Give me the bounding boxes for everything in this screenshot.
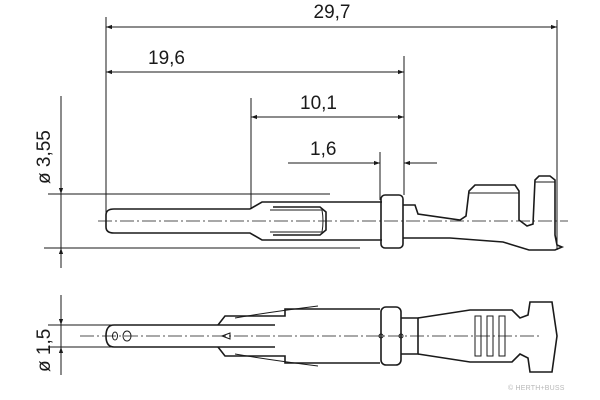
contact-top-view [80,301,558,373]
dimension-pin-length: 10,1 [251,93,404,120]
dimension-length-to-collar: 19,6 [106,48,404,75]
dimension-label-total-length: 29,7 [314,2,351,23]
dimension-label-collar-width: 1,6 [310,139,336,160]
contact-side-view [98,175,568,251]
dimension-label-diameter-collar: ø 3,55 [34,130,55,184]
dimension-diameter-collar: ø 3,55 [34,96,64,268]
dimension-total-length: 29,7 [106,2,557,30]
dimension-label-diameter-pin: ø 1,5 [34,329,55,372]
dimension-collar-width: 1,6 [288,139,437,166]
extension-lines [44,17,558,348]
watermark: © HERTH+BUSS [508,384,565,392]
dimension-diameter-pin: ø 1,5 [34,295,64,375]
dimension-label-pin-length: 10,1 [300,93,337,114]
dimension-label-length-to-collar: 19,6 [148,48,185,69]
